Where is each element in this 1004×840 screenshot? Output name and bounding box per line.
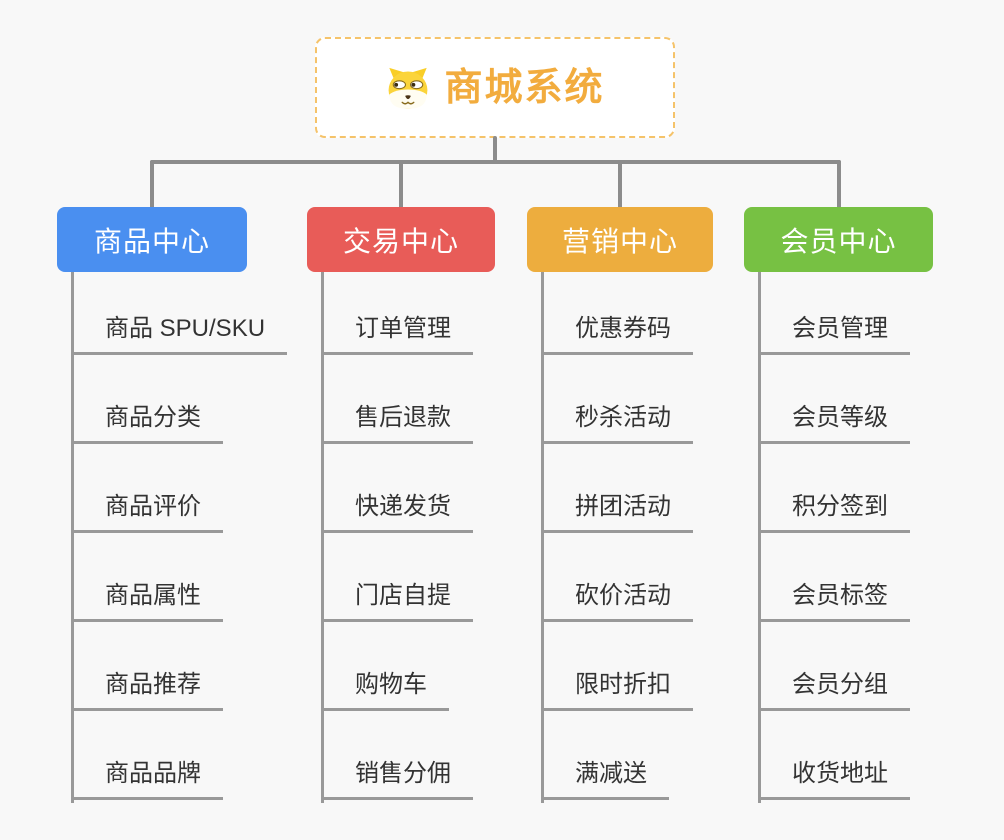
leaf-node[interactable]: 限时折扣 [541,670,693,711]
leaf-node[interactable]: 会员等级 [758,403,910,444]
branch-spine-connector [758,272,761,803]
branch-drop-connector [150,160,154,209]
root-title: 商城系统 [444,66,605,109]
leaf-node[interactable]: 会员分组 [758,670,910,711]
leaf-node[interactable]: 优惠券码 [541,314,693,355]
root-node[interactable]: 商城系统 [315,37,675,138]
branch-node[interactable]: 营销中心 [527,207,713,272]
leaf-node[interactable]: 商品属性 [71,581,223,622]
branch-drop-connector [618,160,622,209]
branch-node[interactable]: 商品中心 [57,207,247,272]
branch-drop-connector [399,160,403,209]
branch-spine-connector [321,272,324,803]
branch-node[interactable]: 会员中心 [744,207,933,272]
leaf-node[interactable]: 会员标签 [758,581,910,622]
leaf-node[interactable]: 购物车 [321,670,449,711]
shiba-dog-icon [389,67,428,109]
leaf-node[interactable]: 售后退款 [321,403,473,444]
leaf-node[interactable]: 快递发货 [321,492,473,533]
leaf-node[interactable]: 门店自提 [321,581,473,622]
leaf-node[interactable]: 商品分类 [71,403,223,444]
leaf-node[interactable]: 商品推荐 [71,670,223,711]
leaf-node[interactable]: 会员管理 [758,314,910,355]
branch-drop-connector [836,160,841,209]
leaf-node[interactable]: 拼团活动 [541,492,693,533]
leaf-node[interactable]: 砍价活动 [541,581,693,622]
branch-spine-connector [541,272,544,803]
leaf-node[interactable]: 商品评价 [71,492,223,533]
branch-node[interactable]: 交易中心 [307,207,495,272]
branch-spine-connector [71,272,74,803]
leaf-node[interactable]: 订单管理 [321,314,473,355]
leaf-node[interactable]: 积分签到 [758,492,910,533]
leaf-node[interactable]: 秒杀活动 [541,403,693,444]
root-stem-connector [493,136,497,164]
leaf-node[interactable]: 销售分佣 [321,759,473,800]
bus-connector [150,160,841,164]
leaf-node[interactable]: 收货地址 [758,759,910,800]
leaf-node[interactable]: 商品 SPU/SKU [71,314,288,355]
leaf-node[interactable]: 满减送 [541,759,669,800]
leaf-node[interactable]: 商品品牌 [71,759,223,800]
